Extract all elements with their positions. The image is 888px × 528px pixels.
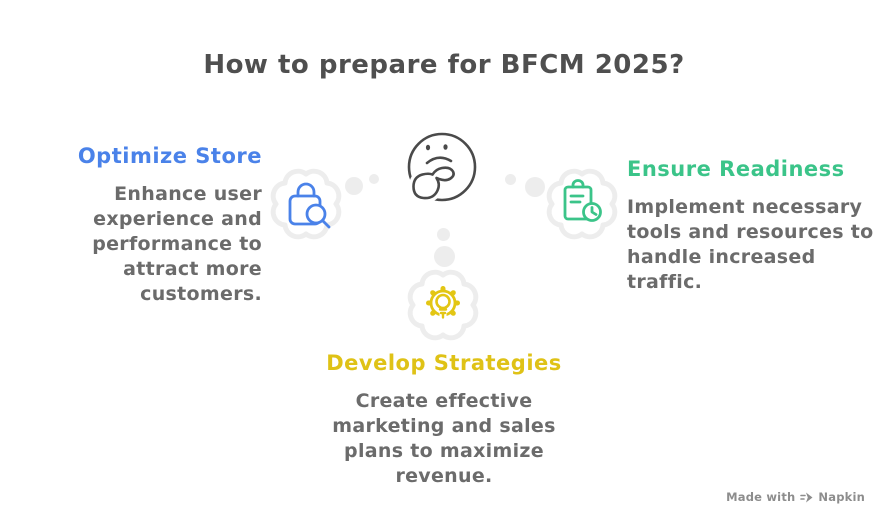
ensure-readiness-body: Implement necessary tools and resources … <box>627 196 874 293</box>
ensure-readiness-heading: Ensure Readiness <box>627 157 845 181</box>
shopping-bag-search-icon <box>270 168 342 240</box>
thought-dot <box>369 174 379 184</box>
page-title: How to prepare for BFCM 2025? <box>203 50 685 80</box>
thought-dot <box>437 228 450 241</box>
thought-dot <box>525 177 545 197</box>
gear-lightbulb-icon <box>407 269 479 341</box>
section-develop-strategies: Develop Strategies Create effective mark… <box>284 350 604 489</box>
made-with-label: Made with <box>726 490 796 504</box>
clipboard-clock-icon <box>546 168 618 240</box>
napkin-brand-label: Napkin <box>818 490 865 504</box>
thought-dot <box>505 174 516 185</box>
napkin-watermark[interactable]: Made with Napkin <box>726 490 865 504</box>
develop-strategies-body: Create effective marketing and sales pla… <box>332 390 556 487</box>
thinking-face-icon <box>407 132 477 203</box>
optimize-store-heading: Optimize Store <box>77 144 262 168</box>
thought-dot <box>345 177 363 195</box>
section-optimize-store: Optimize Store Enhance user experience a… <box>2 143 262 307</box>
optimize-store-body: Enhance user experience and performance … <box>92 183 262 305</box>
section-ensure-readiness: Ensure Readiness Implement necessary too… <box>627 156 882 295</box>
develop-strategies-heading: Develop Strategies <box>326 351 562 375</box>
thought-dot <box>434 246 455 267</box>
napkin-pen-icon <box>800 492 813 502</box>
